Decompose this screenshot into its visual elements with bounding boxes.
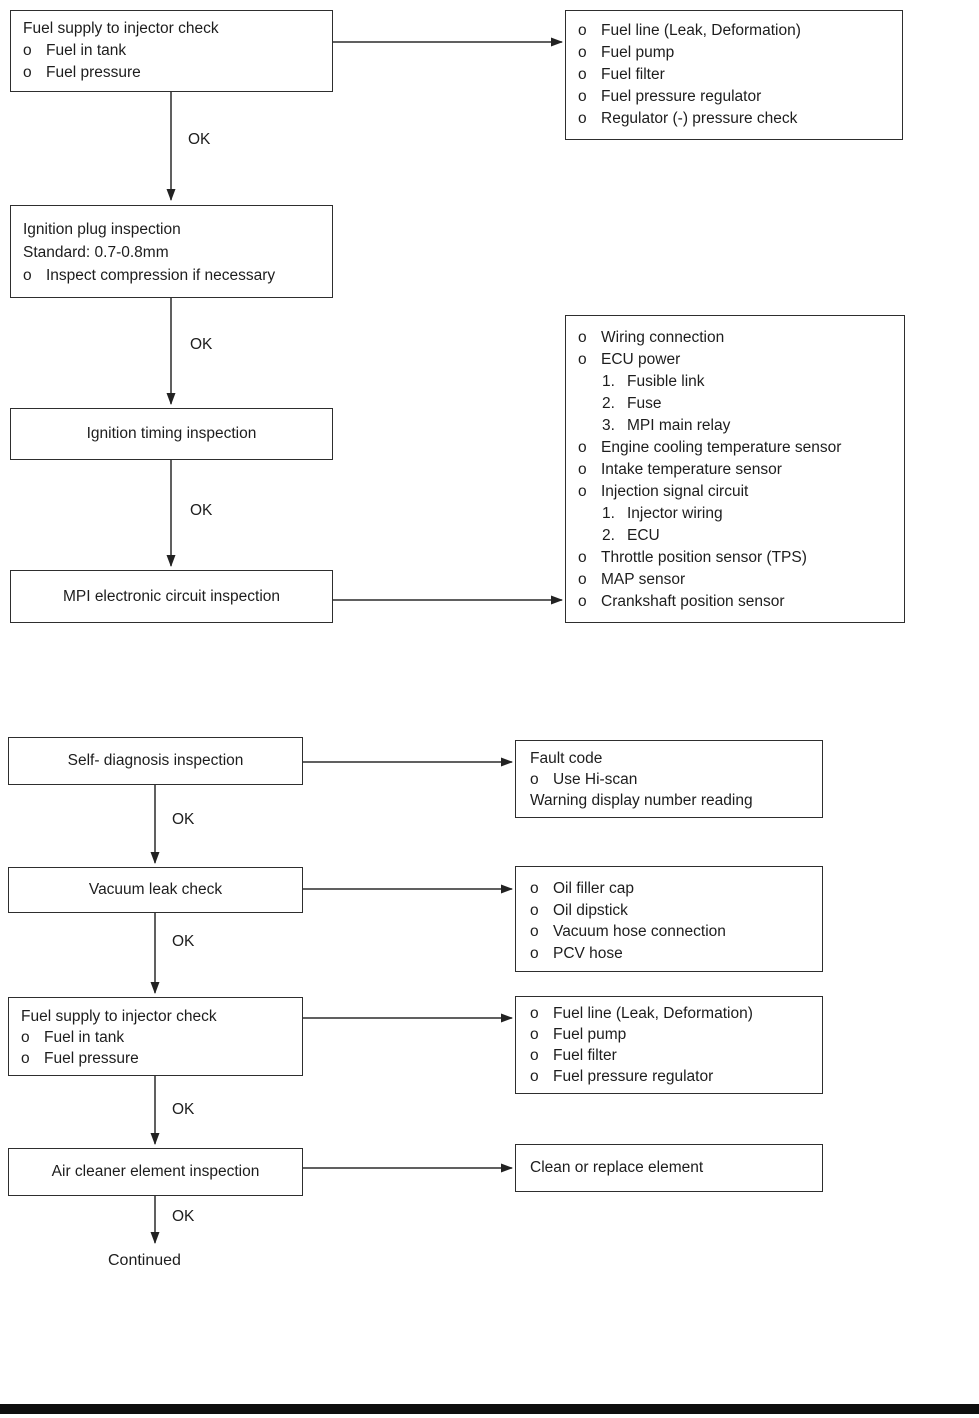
list-number: 3. (602, 417, 615, 434)
list-bullet: o (23, 64, 32, 81)
node-title: Self- diagnosis inspection (67, 752, 244, 769)
list-bullet: o (578, 439, 587, 456)
list-item: o Fuel pressure (23, 62, 320, 84)
list-number: 2. (602, 527, 615, 544)
list-bullet: o (578, 461, 587, 478)
list-item: o Wiring connection (578, 327, 892, 349)
list-bullet: o (530, 1026, 539, 1043)
node-self-diagnosis-inspection: Self- diagnosis inspection (8, 737, 303, 785)
list-bullet: o (578, 329, 587, 346)
ok-label: OK (190, 336, 213, 353)
list-item: o Vacuum hose connection (530, 921, 808, 943)
ok-label: OK (172, 811, 195, 828)
list-number: 2. (602, 395, 615, 412)
node-title: Ignition plug inspection (23, 221, 181, 238)
list-bullet: o (530, 901, 539, 919)
detail-fault-code: Fault code o Use Hi-scan Warning display… (515, 740, 823, 818)
node-fuel-supply-check-2: Fuel supply to injector check o Fuel in … (8, 997, 303, 1076)
list-bullet: o (578, 351, 587, 368)
list-bullet: o (530, 1068, 539, 1085)
list-item: o Fuel filter (578, 64, 890, 86)
page-footer-rule (0, 1404, 979, 1414)
ok-label: OK (172, 933, 195, 950)
list-bullet: o (578, 66, 587, 83)
ok-label: OK (190, 502, 213, 519)
list-item: o Engine cooling temperature sensor (578, 437, 892, 459)
list-bullet: o (530, 923, 539, 940)
list-item: o MAP sensor (578, 569, 892, 591)
list-item: 2. Fuse (602, 393, 892, 415)
detail-fuel-system-checks-2: o Fuel line (Leak, Deformation) o Fuel p… (515, 996, 823, 1094)
list-item: o Fuel in tank (21, 1029, 125, 1046)
list-bullet: o (530, 1047, 539, 1064)
node-title: Fuel supply to injector check (23, 20, 219, 37)
list-item: o Inspect compression if necessary (23, 264, 320, 287)
list-item: o PCV hose (530, 943, 808, 965)
node-title: Fuel supply to injector check (21, 1008, 217, 1025)
ok-label: OK (172, 1208, 195, 1225)
list-item: o Fuel pump (530, 1026, 627, 1043)
node-title: MPI electronic circuit inspection (62, 587, 281, 605)
list-bullet: o (23, 267, 32, 284)
list-bullet: o (530, 771, 539, 788)
list-bullet: o (23, 42, 32, 59)
node-title: Ignition timing inspection (86, 425, 257, 442)
detail-air-cleaner-action: Clean or replace element (515, 1144, 823, 1192)
detail-line: Fault code (530, 750, 603, 767)
list-item: o Fuel in tank (23, 40, 320, 62)
node-vacuum-leak-check: Vacuum leak check (8, 867, 303, 913)
list-item: o Intake temperature sensor (578, 459, 892, 481)
node-mpi-circuit-inspection: MPI electronic circuit inspection (10, 570, 333, 623)
ok-label: OK (188, 131, 211, 148)
list-bullet: o (578, 88, 587, 105)
list-item: 1. Injector wiring (602, 503, 892, 525)
list-item: o Fuel filter (530, 1047, 617, 1064)
ok-label: OK (172, 1101, 195, 1118)
detail-fuel-system-checks-1: o Fuel line (Leak, Deformation) o Fuel p… (565, 10, 903, 140)
node-fuel-supply-check-1: Fuel supply to injector check o Fuel in … (10, 10, 333, 92)
list-bullet: o (530, 880, 539, 897)
list-bullet: o (578, 22, 587, 39)
list-number: 1. (602, 373, 615, 390)
list-bullet: o (21, 1029, 30, 1046)
list-bullet: o (530, 1005, 539, 1022)
list-item: o Oil dipstick (530, 900, 808, 922)
list-item: o Fuel pressure (21, 1050, 139, 1067)
list-number: 1. (602, 505, 615, 522)
list-bullet: o (578, 571, 587, 588)
list-item: o Use Hi-scan (530, 771, 638, 788)
list-bullet: o (530, 944, 539, 962)
node-standard-line: Standard: 0.7-0.8mm (23, 244, 169, 261)
list-bullet: o (578, 110, 587, 127)
node-ignition-timing-inspection: Ignition timing inspection (10, 408, 333, 460)
list-item: o Fuel line (Leak, Deformation) (530, 1005, 753, 1022)
list-item: o Fuel pressure regulator (530, 1068, 714, 1085)
list-bullet: o (578, 593, 587, 610)
list-item: o Crankshaft position sensor (578, 591, 892, 613)
list-bullet: o (21, 1050, 30, 1067)
continued-label: Continued (108, 1252, 181, 1269)
node-title: Vacuum leak check (88, 881, 223, 898)
node-title: Air cleaner element inspection (51, 1163, 260, 1180)
detail-vacuum-leak-items: o Oil filler cap o Oil dipstick o Vacuum… (515, 866, 823, 972)
list-bullet: o (578, 483, 587, 500)
list-bullet: o (578, 44, 587, 61)
detail-line: Warning display number reading (530, 792, 753, 809)
list-item: 2. ECU (602, 525, 892, 547)
list-item: 3. MPI main relay (602, 415, 892, 437)
list-bullet: o (578, 549, 587, 566)
list-item: o Fuel pressure regulator (578, 86, 890, 108)
detail-mpi-circuit-items: o Wiring connection o ECU power 1. Fusib… (565, 315, 905, 623)
list-item: 1. Fusible link (602, 371, 892, 393)
list-item: o Regulator (-) pressure check (578, 108, 890, 130)
list-item: o Fuel pump (578, 42, 890, 64)
list-item: o Throttle position sensor (TPS) (578, 547, 892, 569)
list-item: o Injection signal circuit (578, 481, 892, 503)
list-item: o ECU power (578, 349, 892, 371)
node-air-cleaner-inspection: Air cleaner element inspection (8, 1148, 303, 1196)
list-item: o Fuel line (Leak, Deformation) (578, 20, 890, 42)
node-ignition-plug-inspection: Ignition plug inspection Standard: 0.7-0… (10, 205, 333, 298)
list-item: o Oil filler cap (530, 878, 808, 900)
